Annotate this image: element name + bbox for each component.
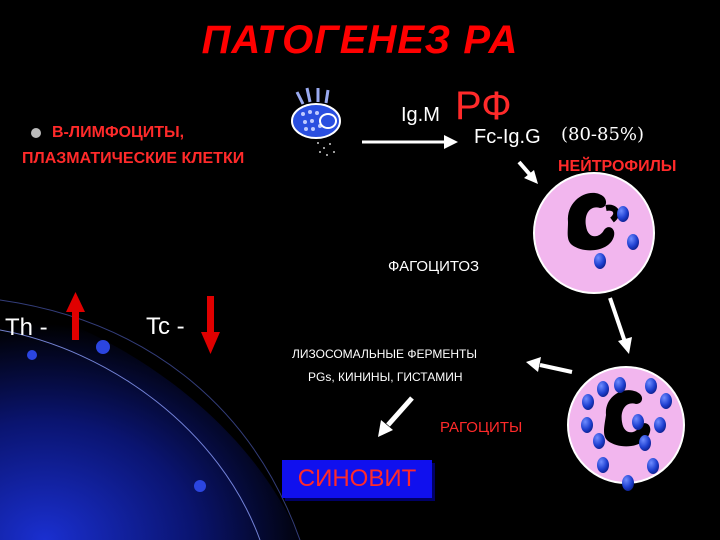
b-lymphocytes-label: В-ЛИМФОЦИТЫ, — [52, 124, 185, 141]
tc-label: Tc - — [146, 313, 185, 340]
percent-label: (80-85%) — [561, 124, 645, 145]
th-label: Th - — [5, 314, 48, 341]
arrow-head — [618, 337, 632, 354]
ragocyte-icon — [567, 366, 685, 491]
rf-label: РФ — [455, 84, 512, 128]
arrow-to-enzymes — [539, 363, 573, 374]
decor-dot — [27, 350, 37, 360]
neutrophil-icon — [533, 172, 655, 294]
page-title: ПАТОГЕНЕЗ РА — [201, 18, 519, 62]
arrow-head — [378, 420, 393, 437]
mediators-label: PGs, КИНИНЫ, ГИСТАМИН — [308, 370, 463, 384]
igm-label: Ig.M — [401, 104, 440, 126]
background-decoration — [0, 299, 301, 540]
decor-dot — [96, 340, 110, 354]
decor-dot — [194, 480, 206, 492]
arrow-up-icon — [66, 292, 85, 340]
arrow-to-ragocyte — [608, 297, 627, 343]
bullet-icon — [31, 128, 41, 138]
phagocytosis-label: ФАГОЦИТОЗ — [388, 258, 480, 275]
synovit-label: СИНОВИТ — [297, 465, 417, 492]
synovit-box — [282, 460, 432, 498]
arrow-down-icon — [201, 296, 220, 354]
arrow-head — [444, 135, 458, 149]
plasma-cells-label: ПЛАЗМАТИЧЕСКИЕ КЛЕТКИ — [22, 150, 245, 167]
arrow-head — [524, 170, 538, 184]
neutrophils-label: НЕЙТРОФИЛЫ — [558, 158, 677, 175]
arrow-to-synovit — [386, 396, 414, 427]
fc-igg-label: Fc-Ig.G — [474, 126, 541, 148]
arrow-head — [526, 357, 541, 372]
ragocytes-label: РАГОЦИТЫ — [440, 419, 523, 436]
b-lymphocyte-icon — [291, 87, 341, 156]
lysosomal-enzymes-label: ЛИЗОСОМАЛЬНЫЕ ФЕРМЕНТЫ — [292, 347, 477, 361]
